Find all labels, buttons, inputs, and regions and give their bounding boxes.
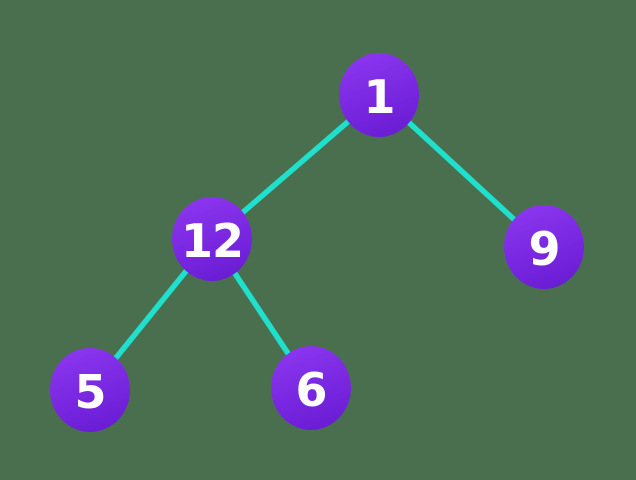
tree-node-label-left: 12	[181, 214, 243, 268]
tree-node-root	[339, 53, 419, 137]
tree-edges-group	[87, 92, 547, 393]
tree-node-right	[504, 205, 584, 289]
tree-node-left-left	[50, 348, 130, 432]
tree-node-left	[172, 197, 252, 281]
tree-node-label-left-left: 5	[74, 365, 105, 419]
tree-node-label-right: 9	[528, 222, 559, 276]
tree-node-label-root: 1	[363, 70, 394, 124]
tree-node-left-right	[271, 346, 351, 430]
tree-nodes-group: 1 12 9 5 6	[50, 53, 584, 432]
tree-node-label-left-right: 6	[295, 363, 326, 417]
